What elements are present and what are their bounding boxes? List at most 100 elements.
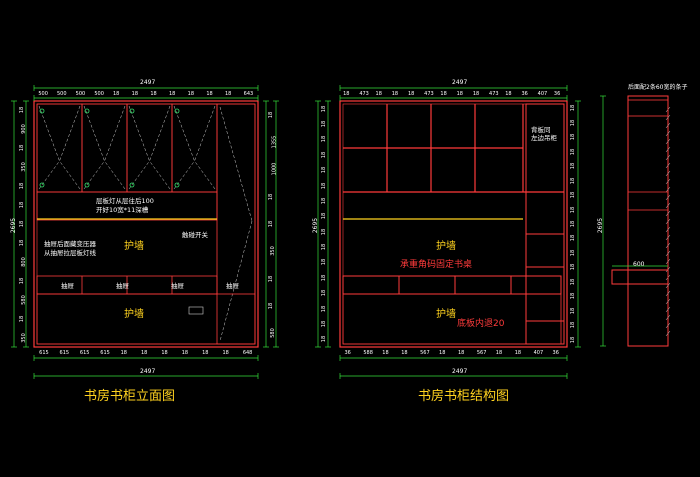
door-swing-line <box>149 105 171 162</box>
right-right-dim-label: 18 <box>570 264 577 271</box>
door-hinge-marker <box>39 108 45 114</box>
door-swing-line <box>104 105 126 162</box>
left-top-dim-label: 18 <box>187 91 195 97</box>
left-drawer-3: 抽屉 <box>171 282 184 290</box>
door-hinge-marker <box>174 108 180 114</box>
door-hinge-marker <box>39 182 45 188</box>
right-right-dim-label: 18 <box>570 119 577 126</box>
left-note-light: 层板灯从层往后100 <box>96 197 154 205</box>
right-overall-bottom: 2497 <box>452 368 468 375</box>
left-light-shelf <box>36 191 218 221</box>
right-note-back: 背板同 左边吊柜 <box>531 126 557 142</box>
left-bottom-dim-label: 648 <box>242 350 253 356</box>
left-bottom-dim-label: 18 <box>120 350 127 356</box>
right-side-dim-label: 18 <box>321 336 328 343</box>
right-right-dim-label: 18 <box>570 249 577 257</box>
left-wall-label-2: 护墙 <box>124 309 144 320</box>
left-right-dim-label: 18 <box>268 275 275 282</box>
left-upper-door <box>171 103 218 193</box>
left-side-dim-label: 18 <box>19 145 26 152</box>
left-side-dim-label: 18 <box>19 220 26 228</box>
left-top-dim-label: 18 <box>113 91 120 97</box>
left-drawer-4: 抽屉 <box>226 282 239 290</box>
left-right-dim-label: 350 <box>269 246 276 257</box>
side-hatch <box>665 186 671 193</box>
right-right-dim-label: 18 <box>570 206 577 213</box>
left-top-dim-label: 500 <box>38 91 48 97</box>
left-side-dim-label: 800 <box>20 257 27 267</box>
door-swing-line <box>194 105 216 162</box>
left-top-dim-label: 500 <box>75 91 86 97</box>
left-side-dim-label: 900 <box>20 124 27 135</box>
side-note-top: 后面配2条60宽的条子 <box>628 84 688 91</box>
side-swing-line <box>219 106 253 222</box>
right-top-dim-label: 18 <box>472 91 480 97</box>
right-top-dim-label: 36 <box>553 91 561 97</box>
left-height-total: 2695 <box>10 217 18 234</box>
right-bottom-dim-label: 36 <box>344 350 351 356</box>
right-bottom-dim-label: 18 <box>439 350 446 356</box>
right-bottom-dim-label: 567 <box>476 350 487 356</box>
side-width-label: 600 <box>633 261 645 268</box>
left-cabinet-inner <box>36 103 256 345</box>
left-note-wiring: 从抽屉拉层板灯线 <box>44 249 96 257</box>
door-swing-line <box>173 160 195 190</box>
left-top-dim-label: 18 <box>206 91 213 97</box>
right-bottom-dim-label: 407 <box>533 350 544 356</box>
right-title: 书房书柜结构图 <box>418 389 510 404</box>
right-note-bottom: 底板内退20 <box>457 319 505 329</box>
right-side-dim-label: 18 <box>321 274 328 281</box>
right-top-dim-label: 407 <box>537 91 548 97</box>
door-swing-line <box>128 105 150 162</box>
door-swing-line <box>173 105 195 162</box>
right-lower-cabinet <box>342 293 562 345</box>
right-bottom-dim-label: 18 <box>495 350 503 356</box>
door-hinge-marker <box>129 108 135 114</box>
left-bottom-dim-label: 18 <box>161 350 168 356</box>
right-right-dim-label: 18 <box>570 105 577 112</box>
right-overall-top: 2497 <box>452 79 468 86</box>
side-hatch <box>665 218 671 225</box>
right-wall-label-1: 护墙 <box>436 241 456 252</box>
right-side-dim-label: 18 <box>321 182 328 189</box>
left-side-dim-label: 580 <box>20 294 27 305</box>
right-side-dim-label: 18 <box>321 197 328 205</box>
side-hatch <box>665 322 671 329</box>
left-right-dim-label: 18 <box>268 302 275 310</box>
right-side-dim-label: 18 <box>321 105 328 112</box>
right-top-dim-label: 18 <box>375 91 382 97</box>
side-hatch <box>665 298 671 305</box>
right-right-dim-label: 18 <box>570 307 577 314</box>
right-right-dim-label: 18 <box>570 191 577 199</box>
side-hatch <box>665 138 671 145</box>
door-swing-line <box>38 105 60 162</box>
right-bottom-dim-label: 567 <box>420 350 430 356</box>
left-side-dim-label: 18 <box>19 315 26 322</box>
door-swing-line <box>38 160 60 190</box>
right-top-dim-label: 18 <box>440 91 447 97</box>
right-bottom-dim-label: 588 <box>363 350 373 356</box>
right-bottom-dim-label: 18 <box>514 350 522 356</box>
left-side-dim-label: 18 <box>19 182 26 190</box>
side-top-cap <box>627 99 669 117</box>
right-bottom-dim-label: 18 <box>457 350 465 356</box>
right-bottom-dim-label: 18 <box>401 350 408 356</box>
left-top-dim-label: 500 <box>57 91 67 97</box>
right-side-dim-label: 18 <box>321 120 328 128</box>
right-top-dim-label: 18 <box>456 91 463 97</box>
right-side-dim-label: 18 <box>321 151 328 158</box>
side-desk-slab <box>611 269 669 285</box>
door-swing-line <box>128 160 150 190</box>
right-side-dim-label: 18 <box>321 290 328 297</box>
side-hatch <box>665 122 671 129</box>
left-side-tall-section <box>216 103 256 345</box>
door-hinge-marker <box>84 108 90 114</box>
door-hinge-marker <box>84 182 90 188</box>
left-bottom-dim-label: 18 <box>202 350 209 356</box>
side-height-label: 2695 <box>597 217 605 234</box>
right-side-dim-label: 18 <box>321 243 328 251</box>
left-bottom-dim-label: 18 <box>222 350 229 356</box>
left-overall-top: 2497 <box>140 79 156 86</box>
